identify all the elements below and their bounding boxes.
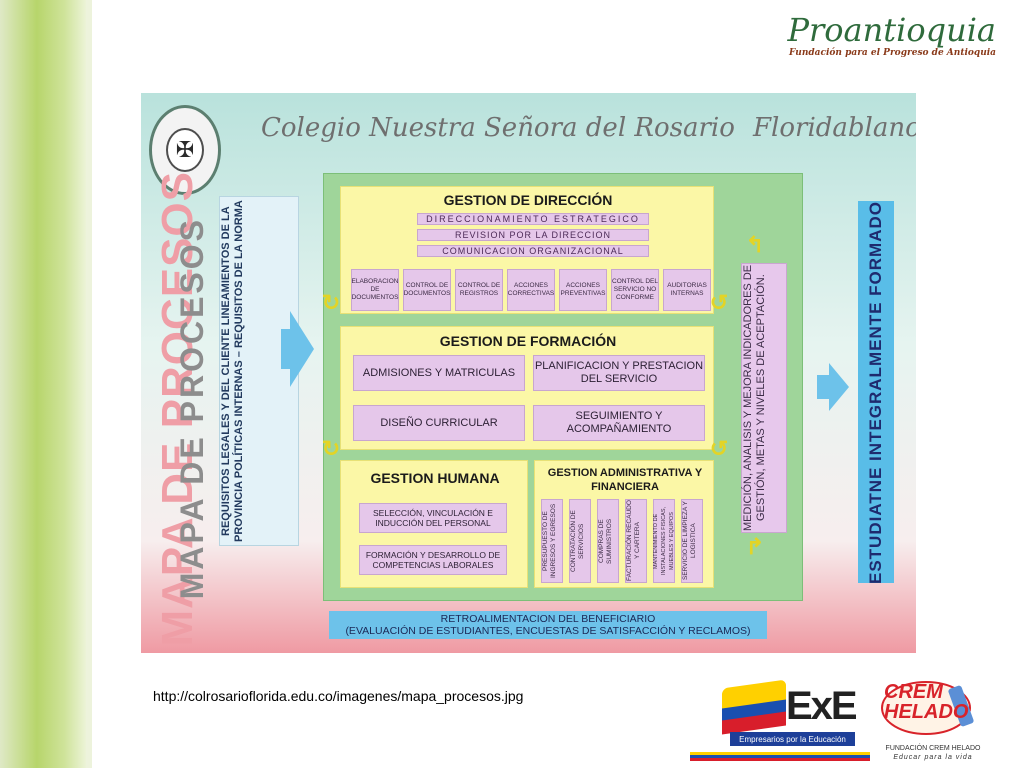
- admin-box-2: CONTRATACIÓN DE SERVICIOS: [569, 499, 591, 583]
- humana-panel: GESTION HUMANA SELECCIÓN, VINCULACIÓN E …: [340, 460, 528, 588]
- crem-foundation-name: FUNDACIÓN CREM HELADO: [885, 745, 981, 752]
- formacion-panel: GESTION DE FORMACIÓN ADMISIONES Y MATRIC…: [340, 326, 714, 450]
- medicion-box: MEDICIÓN, ANALISIS Y MEJORA INDICADORES …: [741, 263, 787, 533]
- side-title-text: MAPA DE PROCESOS: [173, 217, 210, 600]
- feedback-line-2: (EVALUACIÓN DE ESTUDIANTES, ENCUESTAS DE…: [345, 625, 751, 637]
- admin-box-4: FACTURACIÓN RECAUDO Y CARTERA: [625, 499, 647, 583]
- direccion-box-2: CONTROL DE DOCUMENTOS: [403, 269, 451, 311]
- input-arrow-icon: [290, 311, 314, 387]
- humana-title: GESTION HUMANA: [370, 470, 500, 486]
- requirements-box: REQUISITOS LEGALES Y DEL CLIENTE LINEAMI…: [219, 196, 299, 546]
- cycle-arrow-icon: ↺: [709, 436, 729, 461]
- direccion-box-5: ACCIONES PREVENTIVAS: [559, 269, 607, 311]
- crem-logo-graphic: [881, 681, 974, 735]
- medicion-text: MEDICIÓN, ANALISIS Y MEJORA INDICADORES …: [742, 264, 767, 532]
- school-name: Colegio Nuestra Señora del Rosario: [261, 113, 735, 143]
- output-arrow-shaft: [817, 375, 831, 399]
- turn-arrow-icon: ↰: [745, 232, 765, 257]
- divider-blue: [690, 755, 870, 758]
- admin-box-3: COMPRAS DE SUMINISTROS: [597, 499, 619, 583]
- process-container: GESTION DE DIRECCIÓN DIRECCIONAMIENTO ES…: [321, 173, 803, 601]
- direccion-box-7: AUDITORIAS INTERNAS: [663, 269, 711, 311]
- formacion-box-1: ADMISIONES Y MATRICULAS: [353, 355, 525, 391]
- left-decorative-bar: [0, 0, 92, 768]
- direccion-strip-1: DIRECCIONAMIENTO ESTRATEGICO: [417, 213, 649, 225]
- requirements-text: REQUISITOS LEGALES Y DEL CLIENTE LINEAMI…: [220, 200, 245, 542]
- direccion-box-4: ACCIONES CORRECTIVAS: [507, 269, 555, 311]
- feedback-box: RETROALIMENTACION DEL BENEFICIARIO (EVAL…: [329, 611, 767, 639]
- formacion-box-4: SEGUIMIENTO Y ACOMPAÑAMIENTO: [533, 405, 705, 441]
- admin-box-3-text: COMPRAS DE SUMINISTROS: [598, 518, 613, 564]
- direccion-strip-3: COMUNICACION ORGANIZACIONAL: [417, 245, 649, 257]
- admin-box-5: MANTENIMIENTO DE INSTALACIONES FISICAS, …: [653, 499, 675, 583]
- exe-tagline: Empresarios por la Educación: [730, 732, 855, 746]
- divider-red: [690, 758, 870, 761]
- cycle-arrow-icon: ↻: [321, 290, 341, 315]
- formacion-box-3: DISEÑO CURRICULAR: [353, 405, 525, 441]
- source-url: http://colrosarioflorida.edu.co/imagenes…: [153, 688, 524, 704]
- direccion-title: GESTION DE DIRECCIÓN: [443, 192, 613, 208]
- output-arrow-icon: [829, 363, 849, 411]
- formacion-box-2: PLANIFICACION Y PRESTACION DEL SERVICIO: [533, 355, 705, 391]
- cycle-arrow-icon: ↻: [321, 436, 341, 461]
- output-text: ESTUDIATNE INTEGRALMENTE FORMADO: [866, 200, 885, 584]
- admin-box-1-text: PRESUPUESTO DE INGRESOS Y EGRESOS: [542, 503, 557, 579]
- city-name: Floridablanca: [753, 113, 916, 143]
- direccion-box-3: CONTROL DE REGISTROS: [455, 269, 503, 311]
- side-title: MAPA DE PROCESOS: [174, 211, 210, 606]
- direccion-strip-2: REVISION POR LA DIRECCION: [417, 229, 649, 241]
- school-seal-logo: ✠: [149, 105, 221, 195]
- administrativa-title: GESTION ADMINISTRATIVA Y FINANCIERA: [547, 467, 703, 493]
- feedback-line-1: RETROALIMENTACION DEL BENEFICIARIO: [440, 613, 656, 625]
- cross-icon: ✠: [166, 128, 204, 172]
- admin-box-5-text: MANTENIMIENTO DE INSTALACIONES FISICAS, …: [653, 506, 675, 576]
- divider-yellow: [690, 752, 870, 755]
- exe-logo: ExE: [786, 684, 858, 728]
- crem-foundation: FUNDACIÓN CREM HELADO Educar para la vid…: [878, 744, 988, 762]
- brand-subtitle: Fundación para el Progreso de Antioquia: [789, 48, 996, 58]
- brand-header: Proantioquia Fundación para el Progreso …: [776, 12, 996, 58]
- direccion-panel: GESTION DE DIRECCIÓN DIRECCIONAMIENTO ES…: [340, 186, 714, 314]
- crem-tagline: Educar para la vida: [893, 754, 973, 761]
- admin-box-6-text: SERVICIO DE LIMPIEZA Y LOGISTICA: [682, 501, 697, 581]
- administrativa-panel: GESTION ADMINISTRATIVA Y FINANCIERA PRES…: [534, 460, 714, 588]
- cycle-arrow-icon: ↺: [709, 290, 729, 315]
- admin-box-1: PRESUPUESTO DE INGRESOS Y EGRESOS: [541, 499, 563, 583]
- crem-helado-logo: CREM HELADO: [878, 676, 980, 738]
- admin-box-2-text: CONTRATACIÓN DE SERVICIOS: [570, 510, 585, 572]
- brand-title: Proantioquia: [787, 11, 996, 49]
- humana-box-2: FORMACIÓN Y DESARROLLO DE COMPETENCIAS L…: [359, 545, 507, 575]
- admin-box-6: SERVICIO DE LIMPIEZA Y LOGISTICA: [681, 499, 703, 583]
- turn-arrow-icon: ↱: [745, 534, 765, 559]
- left-bar-stripe: [86, 0, 92, 768]
- direccion-box-6: CONTROL DEL SERVICIO NO CONFORME: [611, 269, 659, 311]
- crem-logo-text: CREM HELADO: [884, 681, 969, 723]
- process-map: ✠ Colegio Nuestra Señora del Rosario Flo…: [141, 93, 916, 653]
- formacion-title: GESTION DE FORMACIÓN: [439, 333, 617, 349]
- direccion-box-1: ELABORACION DE DOCUMENTOS: [351, 269, 399, 311]
- humana-box-1: SELECCIÓN, VINCULACIÓN E INDUCCIÓN DEL P…: [359, 503, 507, 533]
- output-box: ESTUDIATNE INTEGRALMENTE FORMADO: [858, 200, 894, 584]
- admin-box-4-text: FACTURACIÓN RECAUDO Y CARTERA: [626, 500, 641, 582]
